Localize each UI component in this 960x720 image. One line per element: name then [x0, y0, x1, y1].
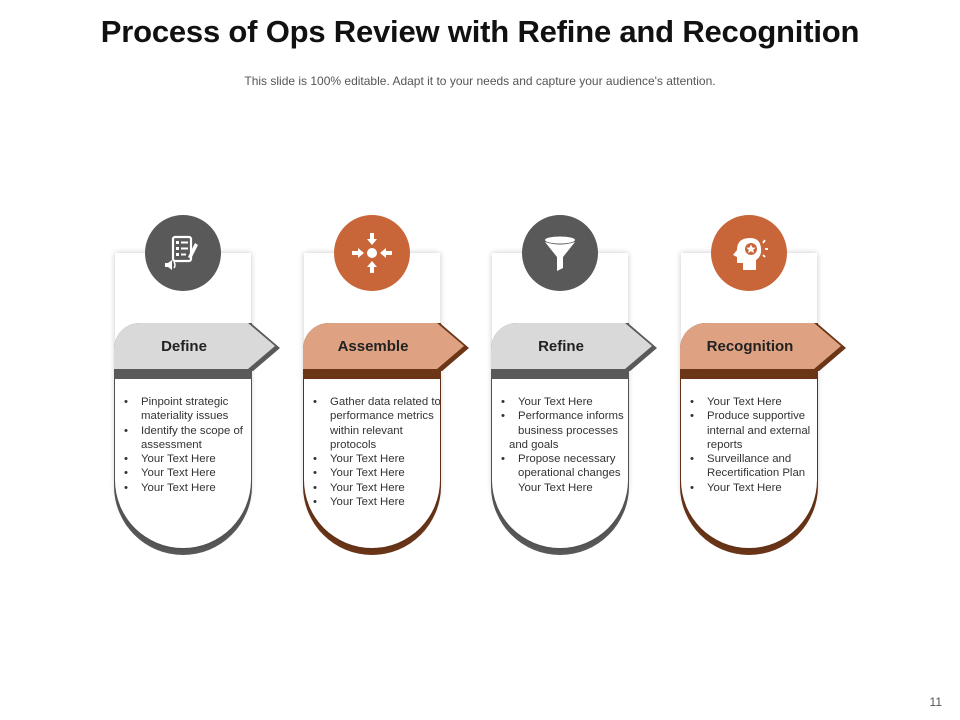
- step-bullets: Gather data related to performance metri…: [313, 395, 443, 510]
- step-bullets: Pinpoint strategic materiality issues Id…: [124, 395, 254, 495]
- icon-circle: [711, 215, 787, 291]
- icon-circle: [145, 215, 221, 291]
- bullet-item: Identify the scope of assessment: [124, 424, 254, 453]
- step-label: Define: [161, 338, 207, 355]
- bullet-item: Your Text Here: [518, 481, 593, 494]
- bullet-item: Your Text Here: [124, 452, 254, 467]
- bullet-item: Surveillance and Recertification Plan: [690, 452, 820, 481]
- funnel-icon: [545, 236, 575, 271]
- bullet-item: Produce supportive internal and external…: [690, 409, 820, 452]
- step-card-assemble: Assemble Gather data related to performa…: [303, 215, 478, 560]
- page-title: Process of Ops Review with Refine and Re…: [100, 14, 860, 49]
- step-label: Assemble: [337, 338, 409, 355]
- ribbon-arrow: [680, 323, 850, 371]
- ribbon-arrow: [303, 323, 473, 371]
- icon-circle: [334, 215, 410, 291]
- converge-arrows-icon: [352, 233, 392, 273]
- head-star-icon: [733, 238, 768, 270]
- bullet-item: Your Text Here: [124, 481, 254, 496]
- step-card-recognition: Recognition Your Text Here Produce suppo…: [680, 215, 855, 560]
- step-card-define: Define Pinpoint strategic materiality is…: [114, 215, 289, 560]
- ribbon-arrow: [114, 323, 284, 371]
- bullet-item: Your Text Here: [690, 395, 820, 410]
- page-subtitle: This slide is 100% editable. Adapt it to…: [244, 74, 716, 88]
- step-card-refine: Refine Your Text Here Performance inform…: [491, 215, 666, 560]
- bullet-item: and goals: [509, 438, 559, 451]
- step-bullets: Your Text Here Performance informs busin…: [501, 395, 631, 495]
- bullet-item: Propose necessary operational changes: [501, 452, 631, 481]
- icon-circle: [522, 215, 598, 291]
- bullet-item: Pinpoint strategic materiality issues: [124, 395, 254, 424]
- ribbon-arrow: [491, 323, 661, 371]
- bullet-item: Your Text Here: [313, 466, 443, 481]
- bullet-item: Performance informs business processes: [501, 409, 631, 438]
- bullet-item: Your Text Here: [313, 481, 443, 496]
- bullet-item: Your Text Here: [501, 395, 631, 410]
- bullet-item: Your Text Here: [690, 481, 820, 496]
- checklist-icon: [165, 235, 198, 270]
- step-bullets: Your Text Here Produce supportive intern…: [690, 395, 820, 495]
- page-number: 11: [929, 695, 942, 709]
- bullet-item: Gather data related to performance metri…: [313, 395, 443, 452]
- bullet-item: Your Text Here: [313, 495, 443, 510]
- step-label: Recognition: [706, 338, 794, 355]
- step-label: Refine: [538, 338, 584, 355]
- bullet-item: Your Text Here: [124, 466, 254, 481]
- bullet-item: Your Text Here: [313, 452, 443, 467]
